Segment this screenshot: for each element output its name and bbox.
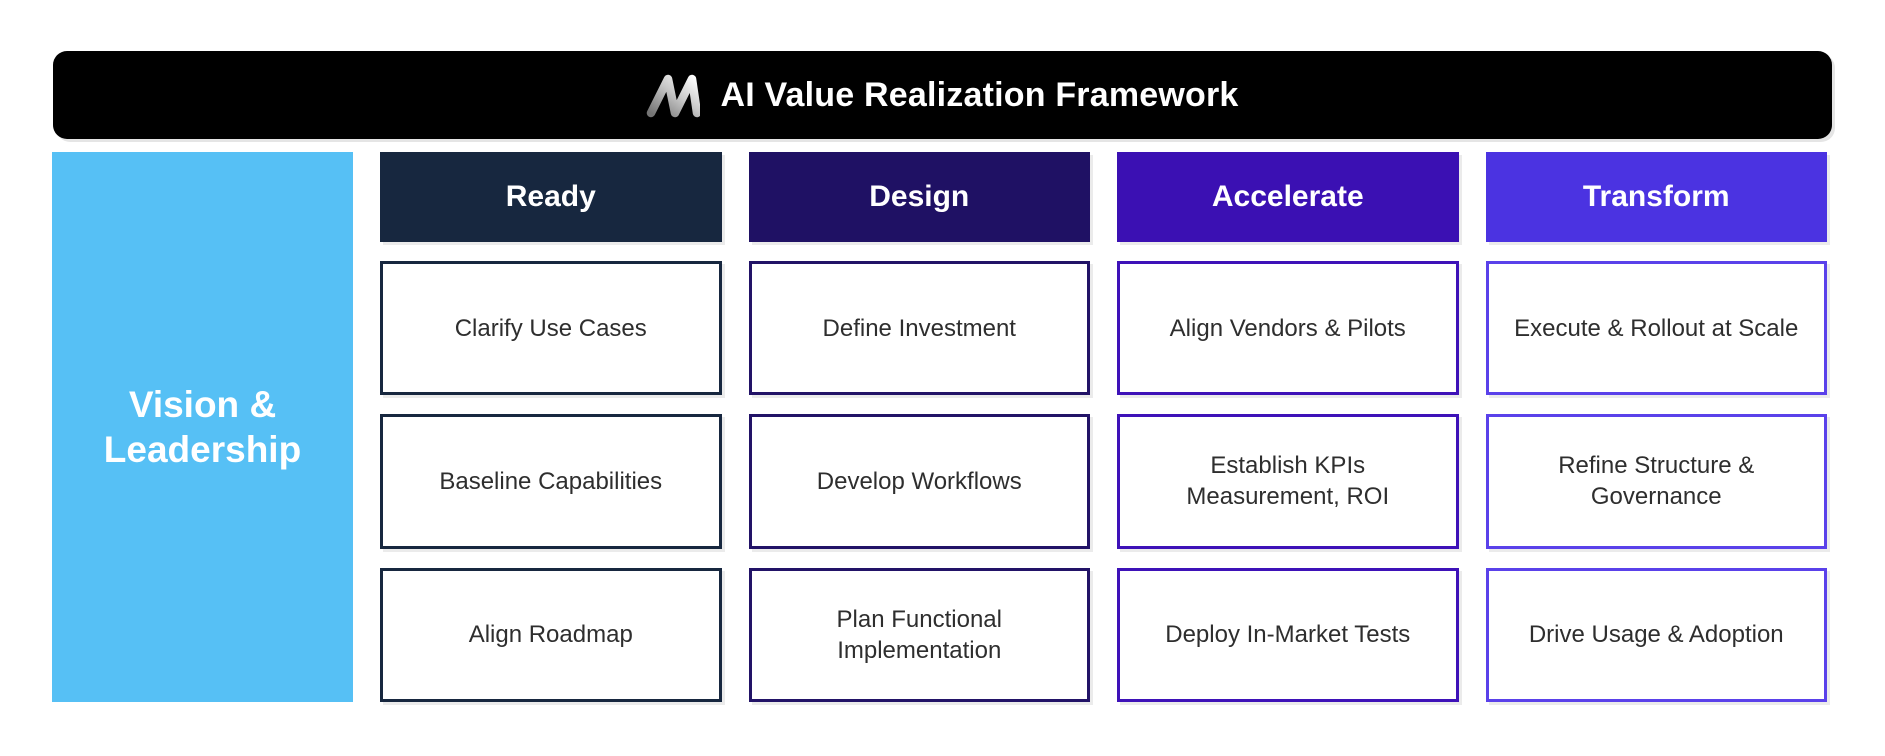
- phase-header-label: Ready: [505, 180, 596, 213]
- phase-cell: Drive Usage & Adoption: [1485, 567, 1827, 702]
- phase-cell-label: Align Vendors & Pilots: [1169, 314, 1406, 342]
- phase-cell-label: Align Roadmap: [468, 621, 633, 649]
- phase-header-design: Design: [748, 152, 1090, 242]
- phase-cell-label: Establish KPIs Measurement, ROI: [1186, 452, 1390, 511]
- phase-cell-label: Clarify Use Cases: [454, 314, 647, 342]
- page-title: AI Value Realization Framework: [720, 75, 1239, 114]
- phase-cell-label: Baseline Capabilities: [439, 467, 663, 495]
- phase-header-ready: Ready: [380, 152, 722, 242]
- phase-cell-label: Deploy In-Market Tests: [1165, 621, 1411, 649]
- phase-cell: Deploy In-Market Tests: [1117, 567, 1459, 702]
- title-bar: AI Value Realization Framework: [53, 51, 1832, 139]
- phase-cell: Plan Functional Implementation: [748, 567, 1090, 702]
- phase-cell-label: Plan Functional Implementation: [836, 605, 1002, 664]
- vision-leadership-label: Vision & Leadership: [103, 383, 302, 470]
- phase-cell-label: Define Investment: [822, 314, 1016, 342]
- phase-cell-label: Develop Workflows: [816, 467, 1022, 495]
- phase-cell: Align Vendors & Pilots: [1117, 261, 1459, 396]
- phase-header-transform: Transform: [1485, 152, 1827, 242]
- phase-header-label: Accelerate: [1211, 180, 1364, 213]
- phase-cell: Align Roadmap: [380, 567, 722, 702]
- phase-cell: Clarify Use Cases: [380, 261, 722, 396]
- phase-cell: Define Investment: [748, 261, 1090, 396]
- phase-header-accelerate: Accelerate: [1117, 152, 1459, 242]
- phase-cell: Develop Workflows: [748, 414, 1090, 549]
- vision-leadership-panel: Vision & Leadership: [52, 152, 353, 702]
- phase-header-label: Transform: [1582, 180, 1730, 213]
- m-logo-icon: [646, 72, 701, 118]
- phase-cell-label: Refine Structure & Governance: [1558, 452, 1755, 511]
- phase-cell-label: Execute & Rollout at Scale: [1514, 314, 1799, 342]
- phase-cell: Baseline Capabilities: [380, 414, 722, 549]
- phase-cell: Refine Structure & Governance: [1485, 414, 1827, 549]
- phase-header-label: Design: [869, 180, 970, 213]
- phase-cell-label: Drive Usage & Adoption: [1528, 621, 1784, 649]
- phase-cell: Establish KPIs Measurement, ROI: [1117, 414, 1459, 549]
- phase-cell: Execute & Rollout at Scale: [1485, 261, 1827, 396]
